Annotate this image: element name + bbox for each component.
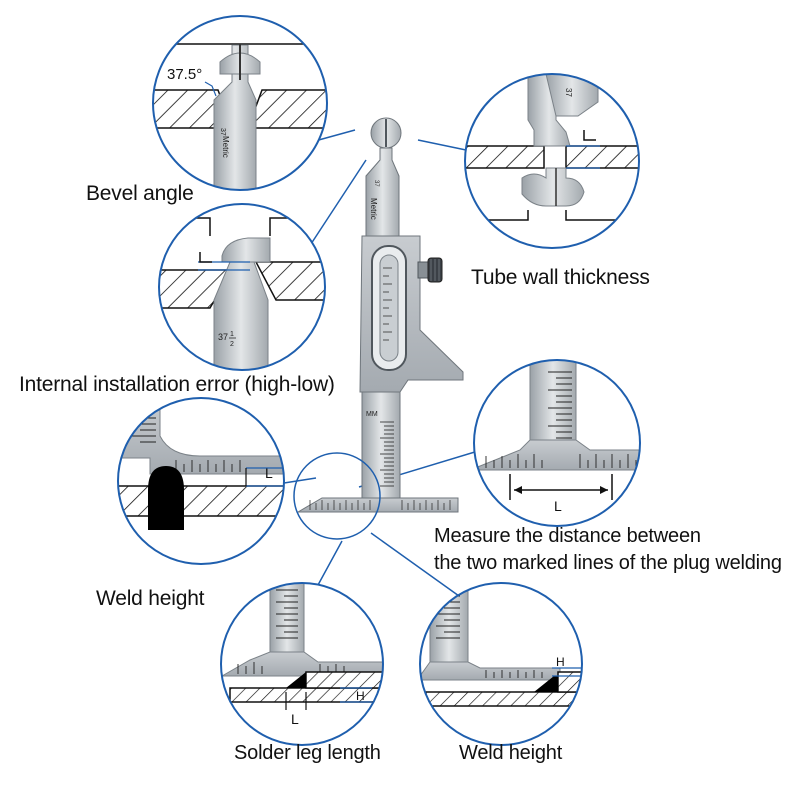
- detail-solder-leg: L H: [220, 582, 384, 746]
- label-bevel-angle: Bevel angle: [86, 182, 194, 205]
- label-internal-installation-error: Internal installation error (high-low): [19, 373, 335, 396]
- weld-bead-right: [534, 676, 558, 692]
- weld-right-dim-H: H: [556, 655, 565, 669]
- internal-scale-37: 37: [218, 332, 228, 342]
- bevel-scale-37: 37: [219, 128, 226, 136]
- welding-gauge: 37 Metric MM: [293, 117, 464, 540]
- detail-weld-height-left: L: [117, 397, 285, 565]
- gauge-vertical-ruler: [361, 391, 401, 499]
- internal-frac-den: 2: [230, 341, 234, 348]
- weld-left-dim-L: L: [265, 465, 273, 481]
- internal-frac-num: 1: [230, 331, 234, 338]
- label-measure-line-2: the two marked lines of the plug welding: [434, 552, 782, 574]
- tube-scale-frac: 37: [564, 88, 573, 97]
- detail-internal-error: 37 1 2: [158, 203, 326, 371]
- scale-mark-37: 37: [373, 180, 379, 187]
- connector-weld-left: [283, 477, 317, 484]
- measure-dim-L: L: [554, 498, 562, 514]
- connector-weld-right: [370, 532, 467, 602]
- solder-fillet: [286, 672, 306, 688]
- label-weld-height-right: Weld height: [459, 742, 563, 764]
- detail-bevel-angle: 37 Metric 37.5°: [152, 15, 328, 191]
- plug-weld: [148, 466, 184, 530]
- label-tube-wall-thickness: Tube wall thickness: [471, 266, 650, 289]
- detail-weld-height-right: H: [419, 582, 583, 746]
- connector-tube: [417, 139, 467, 151]
- label-weld-height-left: Weld height: [96, 587, 205, 610]
- solder-dim-H: H: [356, 689, 365, 703]
- connector-solder: [317, 540, 343, 586]
- connector-bevel: [314, 129, 356, 142]
- label-solder-leg-length: Solder leg length: [234, 742, 381, 764]
- gauge-upper-blade: [365, 147, 400, 239]
- solder-dim-L: L: [291, 711, 299, 727]
- gauge-mm-text: MM: [366, 411, 378, 418]
- bevel-metric-text: Metric: [221, 136, 230, 158]
- bevel-angle-value: 37.5°: [167, 66, 202, 83]
- center-focus-circle: [293, 452, 381, 540]
- gauge-base-ruler: [296, 497, 459, 513]
- label-measure-line-1: Measure the distance between: [434, 525, 701, 547]
- connector-internal: [308, 159, 367, 248]
- detail-tube-wall: 37: [464, 73, 640, 249]
- detail-measure-distance: L: [473, 359, 641, 527]
- gauge-metric-text: Metric: [369, 198, 378, 220]
